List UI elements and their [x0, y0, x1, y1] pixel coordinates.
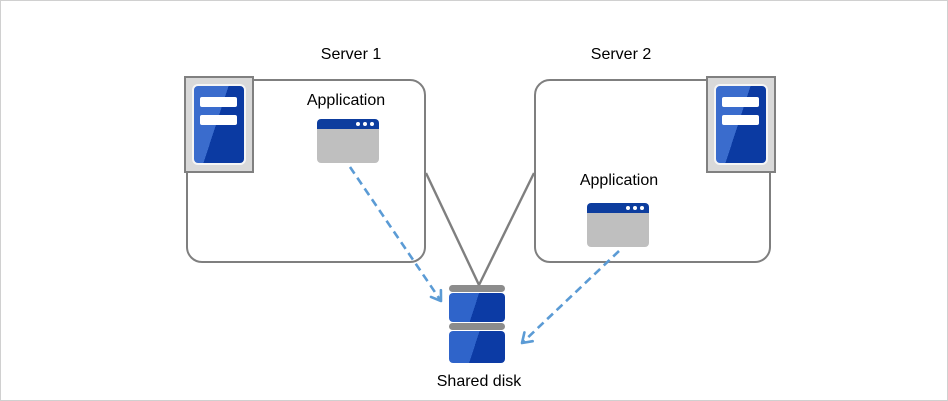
server-tower-body: [192, 84, 246, 165]
window-dot: [356, 122, 360, 126]
window-dot: [370, 122, 374, 126]
server-tower-body: [714, 84, 768, 165]
server1-label: Server 1: [320, 46, 382, 63]
server1-application-label: Application: [306, 92, 386, 109]
server2-application-label: Application: [579, 172, 659, 189]
window-titlebar: [317, 119, 379, 129]
tower-slot: [722, 97, 759, 107]
application-window-icon: [317, 119, 379, 163]
server-tower-icon: [706, 76, 776, 173]
tower-slot: [200, 97, 237, 107]
server2-label: Server 2: [590, 46, 652, 63]
window-titlebar: [587, 203, 649, 213]
window-body: [317, 129, 379, 163]
application-window-icon: [587, 203, 649, 247]
disk-unit: [449, 331, 505, 363]
window-dots: [356, 122, 374, 126]
window-dot: [640, 206, 644, 210]
window-body: [587, 213, 649, 247]
shared-disk-label: Shared disk: [436, 373, 522, 390]
window-dot: [363, 122, 367, 126]
server-tower-icon: [184, 76, 254, 173]
disk-cap: [449, 323, 505, 330]
server1-disk-solid-connector: [424, 172, 481, 286]
tower-slot: [200, 115, 237, 125]
disk-cap: [449, 285, 505, 292]
tower-slot: [722, 115, 759, 125]
window-dot: [633, 206, 637, 210]
application2-disk-dashed-arrow: [520, 250, 620, 345]
server2-disk-solid-connector: [477, 172, 536, 286]
shared-disk-icon: [449, 285, 505, 363]
window-dots: [626, 206, 644, 210]
disk-unit: [449, 293, 505, 322]
window-dot: [626, 206, 630, 210]
